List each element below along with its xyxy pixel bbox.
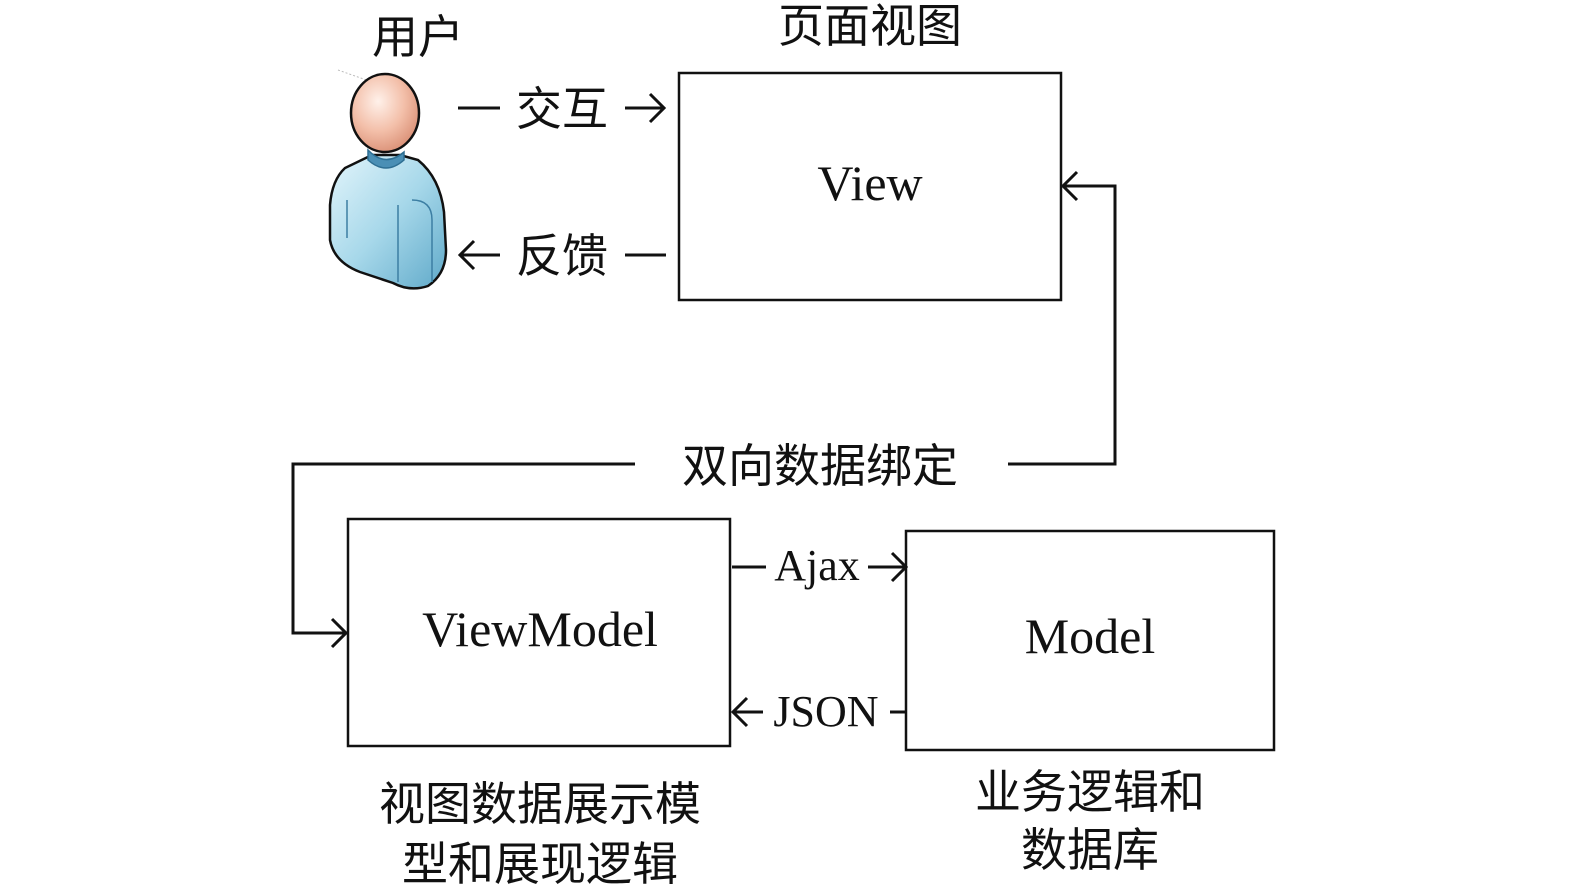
model-caption-line2: 数据库	[1021, 823, 1159, 877]
view-caption: 页面视图	[778, 0, 962, 53]
view-box	[677, 71, 1063, 302]
user-label: 用户	[372, 10, 464, 64]
model-caption-line1: 业务逻辑和	[975, 765, 1205, 819]
model-box	[904, 529, 1276, 752]
model-label: Model	[1025, 608, 1156, 664]
viewmodel-label: ViewModel	[422, 601, 658, 657]
interaction-arrow	[458, 92, 667, 124]
viewmodel-caption-line1: 视图数据展示模	[379, 777, 701, 831]
json-arrow	[730, 696, 906, 728]
binding-connector	[291, 170, 1117, 649]
ajax-arrow	[732, 551, 909, 583]
view-label: View	[817, 155, 922, 211]
feedback-label: 反馈	[516, 229, 608, 283]
user-icon	[328, 69, 448, 290]
viewmodel-box	[346, 517, 732, 748]
json-label: JSON	[773, 687, 878, 736]
binding-label: 双向数据绑定	[682, 439, 958, 493]
interaction-label: 交互	[516, 82, 608, 136]
ajax-label: Ajax	[774, 541, 860, 590]
viewmodel-caption-line2: 型和展现逻辑	[402, 837, 678, 891]
feedback-arrow	[457, 239, 666, 271]
